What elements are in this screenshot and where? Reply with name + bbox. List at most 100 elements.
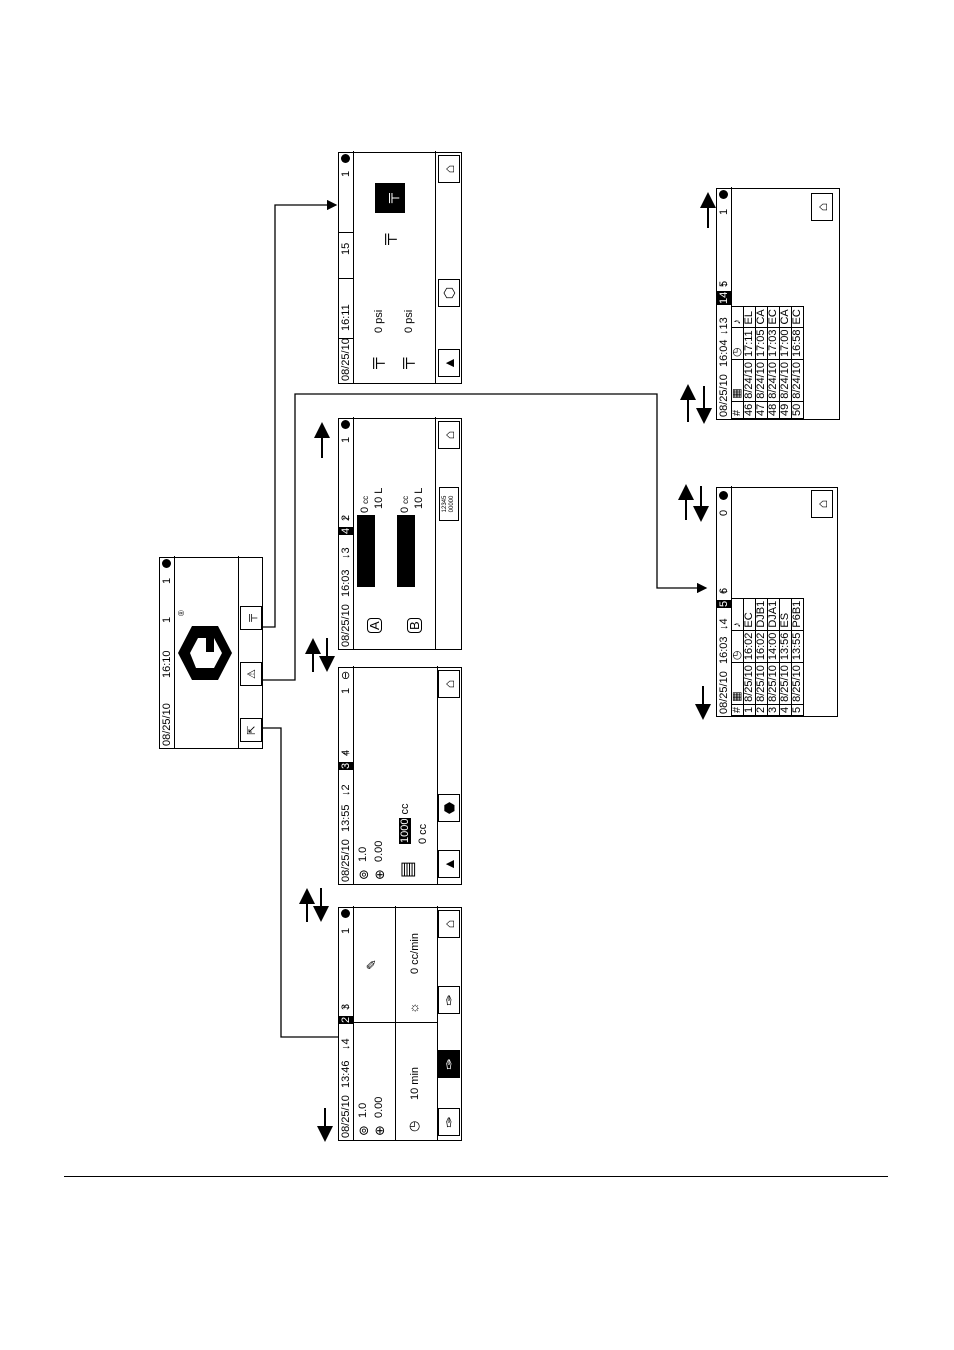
alarm-icon: ♪	[731, 306, 744, 328]
reset-counter-button[interactable]: 12345 00000	[439, 487, 459, 521]
home-button[interactable]: ⌂	[438, 670, 460, 698]
volume-target[interactable]: 1000 cc	[399, 803, 411, 844]
start-button[interactable]: ▲	[438, 850, 460, 878]
pump-b-icon: ╤	[397, 357, 414, 369]
status-time: 16:03	[340, 569, 352, 597]
status-date: 08/25/10	[718, 671, 730, 714]
purge-button[interactable]: ✑	[438, 986, 460, 1014]
spray-button[interactable]: ✑	[438, 1050, 460, 1078]
home-icon: ⌂	[814, 499, 830, 509]
flow-icon: ☼	[406, 1002, 421, 1014]
page-up[interactable]: 2 ↑	[340, 514, 352, 521]
park-triangle-icon: ▲	[441, 356, 457, 370]
home-icon: ⌂	[441, 164, 457, 174]
status-indicator-icon	[719, 491, 728, 500]
run-mode-button[interactable]: ⇱	[240, 718, 262, 742]
home-icon: ⌂	[814, 202, 830, 212]
page-down[interactable]: ↓ 13	[718, 317, 730, 335]
dispense-screen: 08/25/10 13:55 ↓ 2 3 4 ↑ 1 ⊖ ⊚ 1.0 ⊕ 0.0…	[338, 666, 462, 885]
pump-a-pressure: 0 psi	[373, 309, 385, 333]
status-bar: 08/25/10 16:11 15 1	[339, 151, 354, 383]
status-position: 1	[340, 170, 352, 177]
status-time: 13:46	[340, 1060, 352, 1088]
page-up[interactable]: 3 ↑	[340, 1003, 352, 1010]
page-down[interactable]: ↓ 4	[340, 1038, 352, 1050]
home-button[interactable]: ⌂	[438, 910, 460, 938]
status-bar: 08/25/10 16:03 ↓ 4 5 6 ↑ 0	[717, 486, 732, 716]
status-time: 16:10	[161, 650, 173, 678]
clock-icon: ◷	[731, 630, 744, 663]
status-time: 16:03	[718, 636, 730, 664]
gun-icon: ✑	[440, 1116, 457, 1128]
start-triangle-icon: ▲	[441, 857, 457, 871]
warning-icon: ⚠	[245, 669, 258, 679]
status-time: 16:11	[340, 304, 352, 331]
status-indicator-icon	[341, 154, 350, 163]
status-date: 08/25/10	[718, 374, 730, 417]
page-down[interactable]: ↓ 4	[718, 618, 730, 630]
home-icon: ⌂	[441, 919, 457, 929]
ratio-icon: ⊚	[356, 869, 371, 880]
home-button[interactable]: ⌂	[438, 421, 460, 449]
spray-gun-icon: ⇱	[245, 725, 258, 735]
counter-top: 12345	[442, 495, 448, 513]
clock-icon: ◷	[731, 327, 744, 360]
pump-a-icon: ╤	[367, 357, 384, 369]
status-date: 08/25/10	[340, 604, 352, 647]
status-position: 1	[161, 577, 173, 584]
status-time: 13:55	[340, 804, 352, 832]
ratio-icon: ⊚	[356, 1125, 371, 1136]
pump-b-pressure: 0 psi	[403, 309, 415, 333]
pressure-value: 0.00	[373, 840, 385, 862]
totals-screen: 08/25/10 16:03 ↓ 3 4 2 ↑ 1 A 0 cc 10 L B…	[338, 417, 462, 650]
status-bar: 08/25/10 16:10 1 1	[160, 556, 175, 748]
pressure-value: 0.00	[373, 1096, 385, 1118]
stop-button[interactable]: ⬣	[438, 794, 460, 822]
material-a-icon: A	[367, 618, 382, 633]
status-date: 08/25/10	[340, 338, 352, 381]
column-number: #	[731, 401, 744, 419]
status-indicator-icon	[341, 420, 350, 429]
page-down[interactable]: ↓ 3	[340, 547, 352, 559]
home-button[interactable]: ⌂	[438, 155, 460, 183]
stop-button[interactable]: ⬡	[438, 279, 460, 307]
calendar-icon: ▦	[731, 359, 744, 402]
status-position: 1	[340, 687, 352, 694]
home-button[interactable]: ⌂	[811, 490, 833, 518]
material-a-bar	[357, 515, 375, 587]
stop-octagon-icon: ⬡	[440, 286, 457, 300]
page-down[interactable]: ↓ 2	[340, 784, 352, 796]
current-page: 5	[717, 599, 731, 608]
status-bar: 08/25/10 16:04 ↓ 13 14 5 ↑ 1	[717, 187, 732, 419]
dispense-volume-icon: ▤	[397, 860, 417, 878]
graco-logo-icon	[178, 626, 232, 680]
home-button[interactable]: ⌂	[811, 193, 833, 221]
page-up[interactable]: 4 ↑	[340, 749, 352, 756]
alarm-icon: ♪	[731, 598, 744, 631]
status-position: 1	[340, 436, 352, 443]
status-indicator-icon	[341, 909, 350, 918]
errors-button[interactable]: ⚠	[240, 662, 262, 686]
pumps-button[interactable]: ╤	[240, 606, 262, 630]
page-up[interactable]: 6 ↑	[718, 587, 730, 594]
park-button[interactable]: ▲	[438, 349, 460, 377]
gun-button[interactable]: ✑	[438, 1108, 460, 1136]
material-a-total: 10 L	[373, 487, 385, 509]
status-bar: 08/25/10 13:46 ↓ 4 2 3 ↑ 1	[339, 906, 354, 1140]
status-indicator-icon: ⊖	[340, 670, 352, 680]
page-up[interactable]: 5 ↑	[718, 280, 730, 287]
status-position: 1	[718, 208, 730, 215]
